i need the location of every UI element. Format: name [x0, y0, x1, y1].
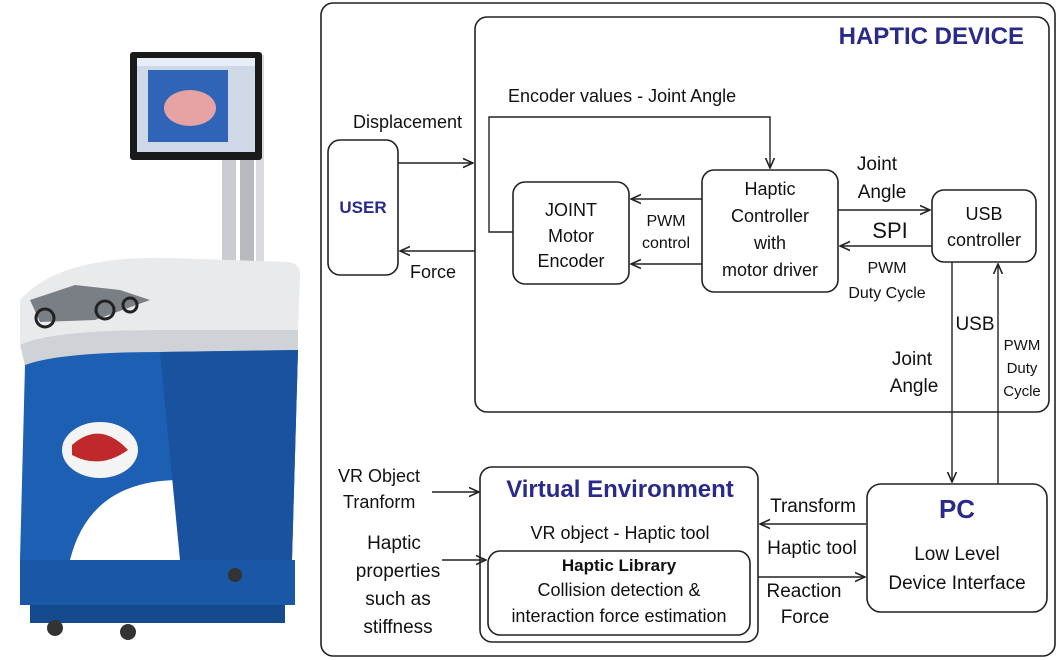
svg-text:Force: Force	[781, 607, 830, 628]
svg-text:VR Object: VR Object	[338, 466, 420, 486]
usb-controller-line-1: USB	[965, 204, 1002, 224]
haptic-simulator-cart-photo-icon	[20, 52, 301, 640]
vr-object-transform-1: VR Object	[338, 466, 420, 486]
haptic-library-desc-1: Collision detection &	[537, 580, 700, 600]
svg-text:PWM: PWM	[1004, 337, 1041, 354]
svg-text:properties: properties	[356, 561, 441, 582]
virtual-environment-title: Virtual Environment	[506, 476, 734, 503]
vr-object-transform-2: Tranform	[343, 492, 415, 512]
haptic-properties-4: stiffness	[363, 617, 432, 638]
haptic-library-box	[487, 550, 751, 636]
user-box	[327, 139, 399, 276]
vr-object-haptic-tool-label: VR object - Haptic tool	[530, 523, 709, 543]
svg-text:JOINT: JOINT	[545, 200, 597, 220]
pwm-control-label-1: PWM	[646, 213, 685, 230]
haptic-properties-3: such as	[365, 589, 430, 610]
svg-text:Duty Cycle: Duty Cycle	[848, 285, 925, 302]
svg-text:Joint: Joint	[857, 154, 898, 175]
svg-text:Low Level: Low Level	[914, 544, 1000, 565]
svg-text:Angle: Angle	[858, 182, 907, 203]
svg-text:Tranform: Tranform	[343, 492, 415, 512]
force-label: Force	[410, 262, 456, 282]
pwm-duty-right-1: PWM	[867, 260, 906, 277]
spi-label: SPI	[872, 218, 907, 243]
pwm-duty-vertical-3: Cycle	[1003, 383, 1041, 400]
reaction-force-1: Reaction	[767, 581, 842, 602]
svg-text:motor driver: motor driver	[722, 260, 818, 280]
svg-text:Angle: Angle	[890, 376, 939, 397]
haptic-controller-box	[701, 169, 839, 293]
joint-motor-encoder-line-1: JOINT	[545, 200, 597, 220]
haptic-simulator-photo	[20, 52, 301, 640]
svg-text:controller: controller	[947, 230, 1021, 250]
transform-label: Transform	[770, 496, 856, 517]
svg-text:Haptic: Haptic	[744, 179, 795, 199]
svg-text:stiffness: stiffness	[363, 617, 432, 638]
encoder-values-label: Encoder values - Joint Angle	[508, 86, 736, 106]
usb-controller-line-2: controller	[947, 230, 1021, 250]
haptic-controller-line-2: Controller	[731, 206, 809, 226]
haptic-controller-line-3: with	[753, 233, 786, 253]
svg-text:Controller: Controller	[731, 206, 809, 226]
haptic-tool-label: Haptic tool	[767, 538, 857, 559]
pwm-duty-vertical-1: PWM	[1004, 337, 1041, 354]
pwm-duty-right-2: Duty Cycle	[848, 285, 925, 302]
svg-text:Joint: Joint	[892, 349, 933, 370]
svg-text:PWM: PWM	[646, 213, 685, 230]
svg-text:interaction force estimation: interaction force estimation	[511, 606, 726, 626]
haptic-controller-line-1: Haptic	[744, 179, 795, 199]
haptic-properties-2: properties	[356, 561, 441, 582]
pwm-control-label-2: control	[642, 235, 690, 252]
pc-title: PC	[939, 494, 975, 524]
joint-angle-top-1: Joint	[857, 154, 898, 175]
displacement-label: Displacement	[353, 112, 462, 132]
svg-text:such as: such as	[365, 589, 430, 610]
svg-text:control: control	[642, 235, 690, 252]
pwm-duty-vertical-2: Duty	[1007, 360, 1038, 377]
user-label: USER	[339, 198, 386, 217]
haptic-library-title: Haptic Library	[562, 556, 677, 575]
pc-subtitle-2: Device Interface	[888, 573, 1025, 594]
reaction-force-2: Force	[781, 607, 830, 628]
svg-text:Collision detection &: Collision detection &	[537, 580, 700, 600]
joint-angle-mid-1: Joint	[892, 349, 933, 370]
joint-angle-mid-2: Angle	[890, 376, 939, 397]
usb-controller-box	[931, 189, 1037, 263]
joint-motor-encoder-line-3: Encoder	[537, 251, 604, 271]
usb-label: USB	[955, 314, 994, 335]
haptic-properties-1: Haptic	[367, 533, 421, 554]
joint-motor-encoder-box	[512, 181, 630, 285]
svg-text:Motor: Motor	[548, 226, 594, 246]
svg-text:PWM: PWM	[867, 260, 906, 277]
encoder-values-path	[488, 116, 770, 233]
svg-text:Encoder: Encoder	[537, 251, 604, 271]
haptic-device-title: HAPTIC DEVICE	[839, 23, 1024, 50]
svg-text:Duty: Duty	[1007, 360, 1038, 377]
pc-box	[866, 483, 1048, 613]
svg-text:Cycle: Cycle	[1003, 383, 1041, 400]
svg-text:Reaction: Reaction	[767, 581, 842, 602]
svg-text:Device Interface: Device Interface	[888, 573, 1025, 594]
svg-text:Haptic: Haptic	[367, 533, 421, 554]
svg-text:USB: USB	[965, 204, 1002, 224]
svg-text:with: with	[753, 233, 786, 253]
pc-subtitle-1: Low Level	[914, 544, 1000, 565]
haptic-controller-line-4: motor driver	[722, 260, 818, 280]
joint-motor-encoder-line-2: Motor	[548, 226, 594, 246]
joint-angle-top-2: Angle	[858, 182, 907, 203]
haptic-library-desc-2: interaction force estimation	[511, 606, 726, 626]
